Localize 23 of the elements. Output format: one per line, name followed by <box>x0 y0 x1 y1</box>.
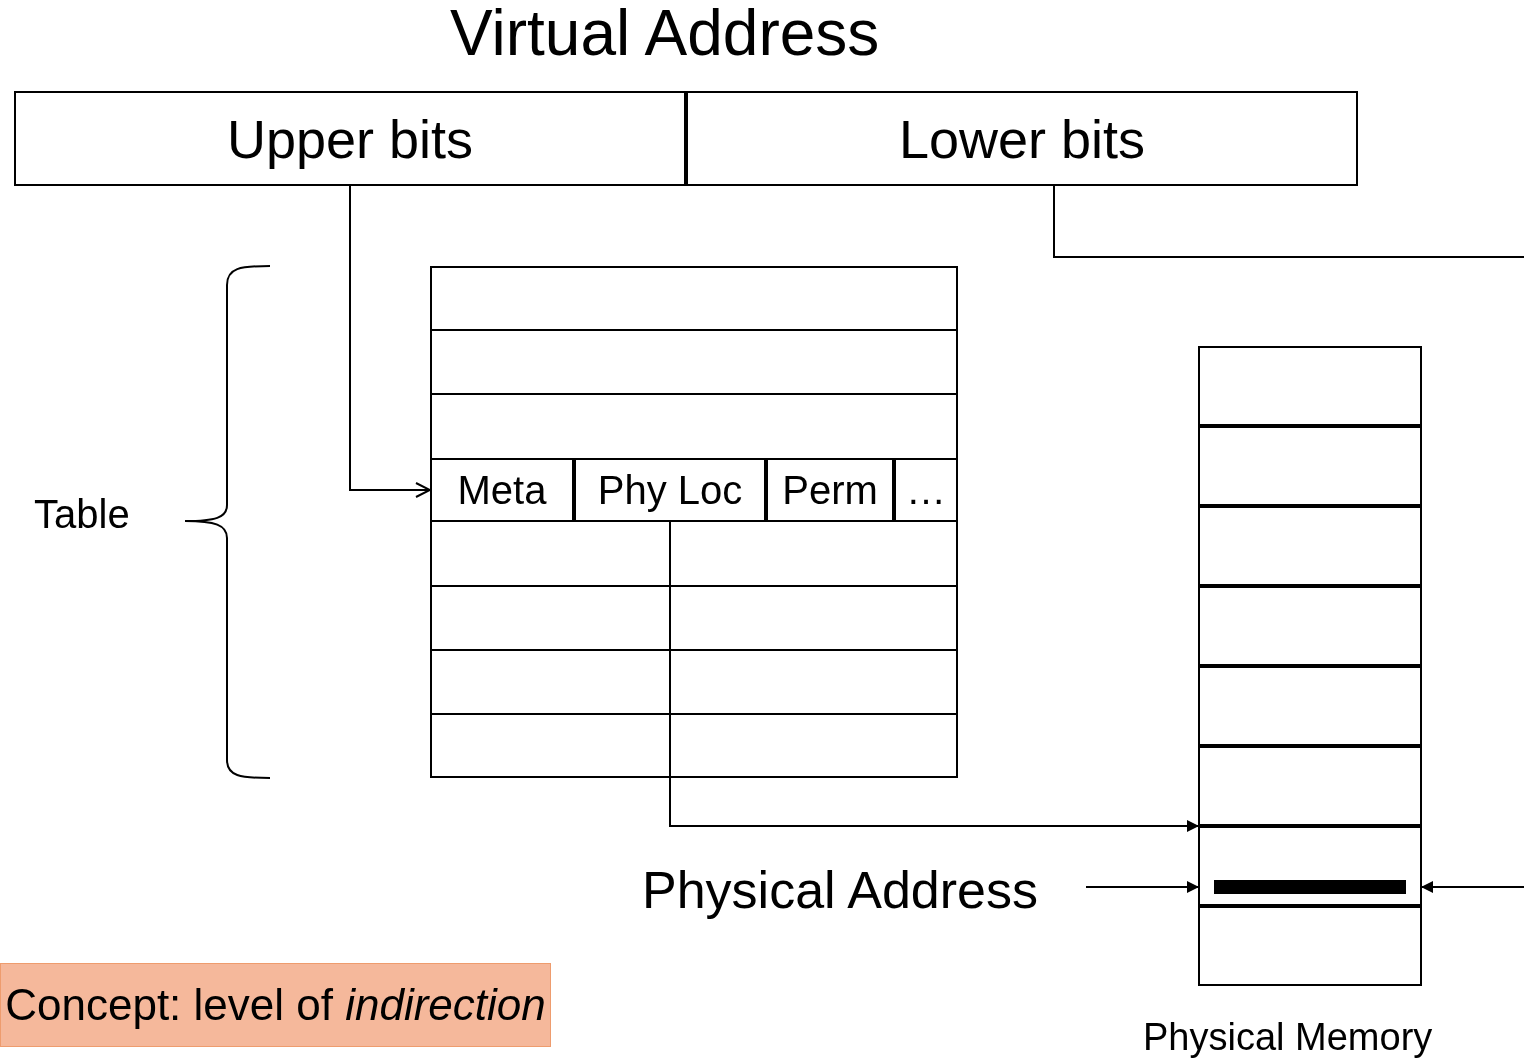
memory-row <box>1198 426 1422 506</box>
table-entry-cell: Perm <box>766 458 894 522</box>
note-box: Concept: level of indirection <box>0 963 551 1047</box>
diagram-title: Virtual Address <box>450 0 880 70</box>
memory-row <box>1198 746 1422 826</box>
address-field: Lower bits <box>686 91 1358 186</box>
memory-row <box>1198 666 1422 746</box>
physical-address-text: Physical Address <box>620 855 1060 925</box>
memory-row <box>1198 826 1422 906</box>
table-entry-cell: Meta <box>430 458 574 522</box>
table-label: Table <box>34 492 130 537</box>
page-table <box>430 266 958 778</box>
arrow <box>1421 881 1524 893</box>
arrow <box>349 185 431 498</box>
table-entry-cell: … <box>894 458 958 522</box>
address-field: Upper bits <box>14 91 686 186</box>
memory-row <box>1198 586 1422 666</box>
arrow <box>1085 881 1199 893</box>
arrow <box>669 521 1199 832</box>
address-marker <box>1214 880 1406 894</box>
memory-caption: Physical Memory <box>1143 1016 1433 1059</box>
memory-row <box>1198 506 1422 586</box>
table-entry-cell: Phy Loc <box>574 458 766 522</box>
